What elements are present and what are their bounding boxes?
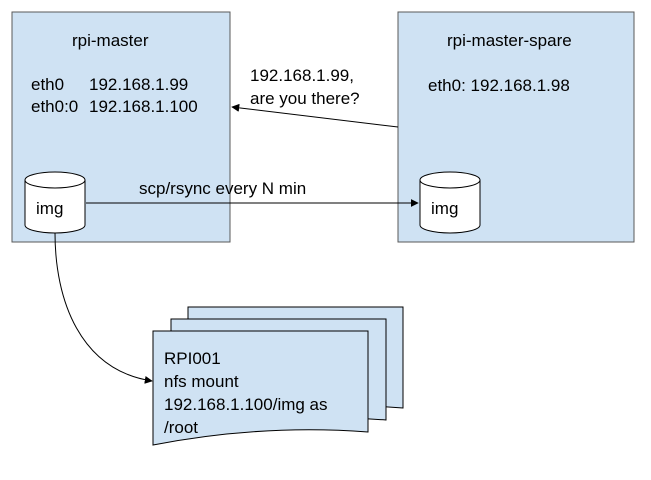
master-eth00-ip: 192.168.1.100 [89, 97, 198, 116]
nfs-arrow [54, 232, 153, 384]
client-line-2: nfs mount [164, 372, 239, 391]
master-disk-icon [24, 171, 86, 234]
client-line-4: /root [164, 418, 198, 437]
master-eth0-ip: 192.168.1.99 [89, 75, 188, 94]
master-disk-label: img [36, 199, 63, 218]
client-page-front [152, 330, 369, 446]
sync-label: scp/rsync every N min [139, 179, 306, 198]
spare-title: rpi-master-spare [447, 31, 572, 50]
client-line-1: RPI001 [164, 349, 221, 368]
master-node[interactable]: rpi-master eth0 192.168.1.99 eth0:0 192.… [11, 11, 231, 243]
master-eth00-label: eth0:0 [31, 97, 78, 116]
ping-arrow [231, 103, 399, 128]
ping-line1: 192.168.1.99, [250, 66, 354, 85]
master-title: rpi-master [72, 31, 149, 50]
client-line-3: 192.168.1.100/img as [164, 395, 328, 414]
client-pages[interactable]: RPI001 nfs mount 192.168.1.100/img as /r… [152, 306, 404, 446]
master-eth0-label: eth0 [31, 75, 64, 94]
spare-disk-label: img [431, 199, 458, 218]
spare-disk-icon [419, 171, 481, 234]
ping-line2: are you there? [250, 89, 360, 108]
spare-eth0: eth0: 192.168.1.98 [428, 76, 570, 95]
spare-node[interactable]: rpi-master-spare eth0: 192.168.1.98 img [397, 11, 635, 243]
